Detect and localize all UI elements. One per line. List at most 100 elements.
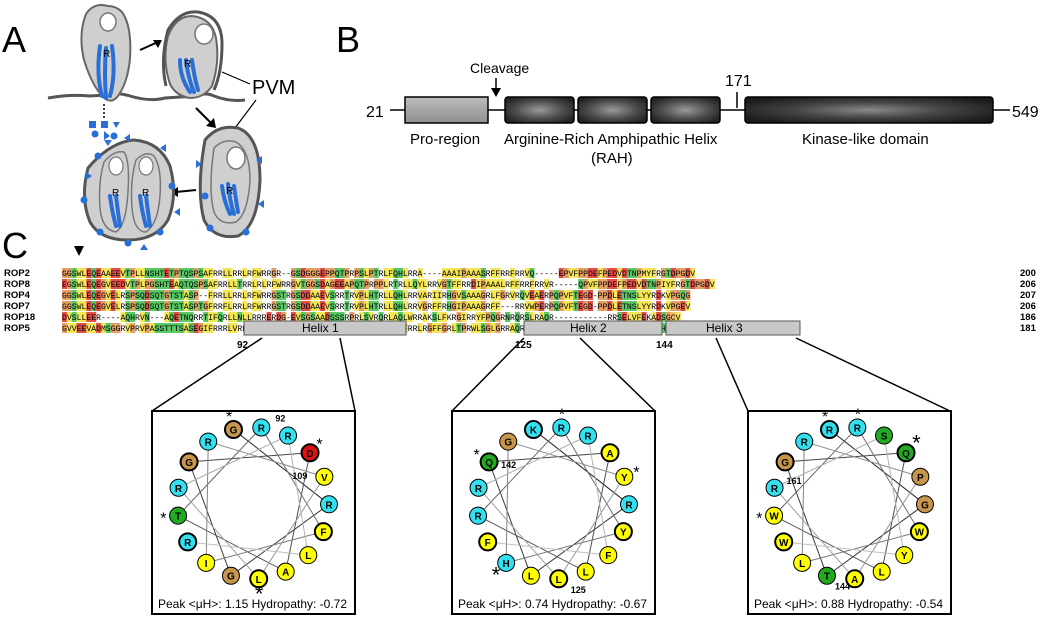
residue-shading [685, 268, 691, 278]
residue-shading [120, 268, 126, 278]
residue-shading [690, 279, 696, 289]
residue-shading [622, 279, 628, 289]
residue-shading [115, 301, 121, 311]
residue-shading [310, 279, 316, 289]
residue-shading [510, 268, 516, 278]
residue-circle [579, 426, 598, 445]
residue-shading [417, 290, 423, 300]
cationic-marker: * [822, 409, 828, 426]
residue-shading [461, 323, 467, 333]
residue-letter: R [771, 484, 779, 495]
residue-shading [471, 301, 477, 311]
alignment-end-number: 181 [1020, 323, 1037, 334]
residue-shading [378, 312, 384, 322]
residue-shading [125, 268, 131, 278]
residue-number: 142 [501, 460, 516, 470]
residue-circle [613, 522, 633, 542]
residue-shading [66, 312, 72, 322]
residue-letter: D [306, 449, 313, 460]
residue-circle [915, 495, 934, 514]
residue-shading [349, 312, 355, 322]
residue-letter: R [205, 438, 213, 449]
residue-shading [91, 268, 97, 278]
residue-shading [169, 290, 175, 300]
residue-shading [529, 301, 535, 311]
alignment-seq-name: ROP18 [4, 312, 35, 323]
residue-shading [539, 301, 545, 311]
residue-shading [378, 279, 384, 289]
residue-shading [383, 279, 389, 289]
residue-shading [315, 312, 321, 322]
residue-shading [96, 301, 102, 311]
helix-3-start-num: 144 [656, 340, 673, 351]
residue-shading [388, 301, 394, 311]
helix-bars: Helix 1 Helix 2 Helix 3 92 125 144 [237, 320, 801, 351]
residue-shading [62, 290, 68, 300]
residue-shading [212, 312, 219, 322]
residue-shading [208, 279, 214, 289]
residue-letter: F [605, 551, 611, 562]
residue-shading [612, 279, 618, 289]
residue-shading [115, 279, 121, 289]
residue-shading [290, 290, 296, 300]
residue-circle [169, 506, 188, 525]
residue-shading [544, 312, 550, 322]
residue-shading [373, 290, 379, 300]
residue-shading [300, 301, 306, 311]
residue-shading [227, 323, 233, 333]
residue-shading [587, 301, 594, 311]
residue-shading [242, 290, 248, 300]
residue-shading [71, 268, 77, 278]
residue-circle [911, 467, 930, 486]
residue-shading [193, 268, 199, 278]
residue-shading [242, 312, 248, 322]
residue-letter: Q [902, 449, 910, 460]
residue-shading [514, 279, 520, 289]
residue-shading [310, 312, 316, 322]
residue-shading [188, 290, 194, 300]
residue-shading [281, 301, 287, 311]
residue-shading [164, 323, 170, 333]
residue-shading [110, 290, 116, 300]
residue-shading [100, 301, 107, 311]
wheel-connector [508, 441, 625, 478]
residue-shading [251, 279, 257, 289]
residue-shading [76, 323, 82, 333]
residue-shading [334, 312, 340, 322]
residue-shading [144, 290, 150, 300]
wheel-connector [530, 503, 630, 577]
residue-shading [422, 290, 428, 300]
residue-shading [295, 290, 301, 300]
residue-shading [300, 290, 306, 300]
wheel-connector [883, 435, 905, 556]
residue-shading [436, 323, 443, 333]
residue-171-label: 171 [725, 73, 752, 90]
residue-shading [105, 290, 111, 300]
wheel-connector [854, 476, 921, 580]
residue-shading [110, 323, 116, 333]
residue-shading [247, 312, 253, 322]
residue-shading [344, 279, 350, 289]
residue-shading [305, 312, 311, 322]
residue-shading [471, 268, 477, 278]
residue-shading [665, 312, 671, 322]
residue-shading [86, 301, 92, 311]
wheel-connector [478, 435, 589, 489]
residue-shading [631, 312, 637, 322]
residue-shading [169, 301, 175, 311]
residue-shading [188, 268, 194, 278]
wheel-connector [189, 452, 311, 463]
residue-shading [383, 268, 389, 278]
residue-shading [144, 301, 150, 311]
wheel-connector [802, 531, 920, 564]
residue-shading [149, 268, 155, 278]
residue-shading [646, 290, 652, 300]
wheel-connector [881, 452, 907, 572]
cationic-marker: * [160, 511, 166, 528]
zoom-lines [151, 337, 951, 412]
rhoptry-label-5: R [142, 188, 149, 199]
residue-letter: L [528, 572, 534, 583]
residue-shading [174, 323, 180, 333]
residue-shading [398, 312, 404, 322]
residue-letter: W [915, 528, 925, 539]
